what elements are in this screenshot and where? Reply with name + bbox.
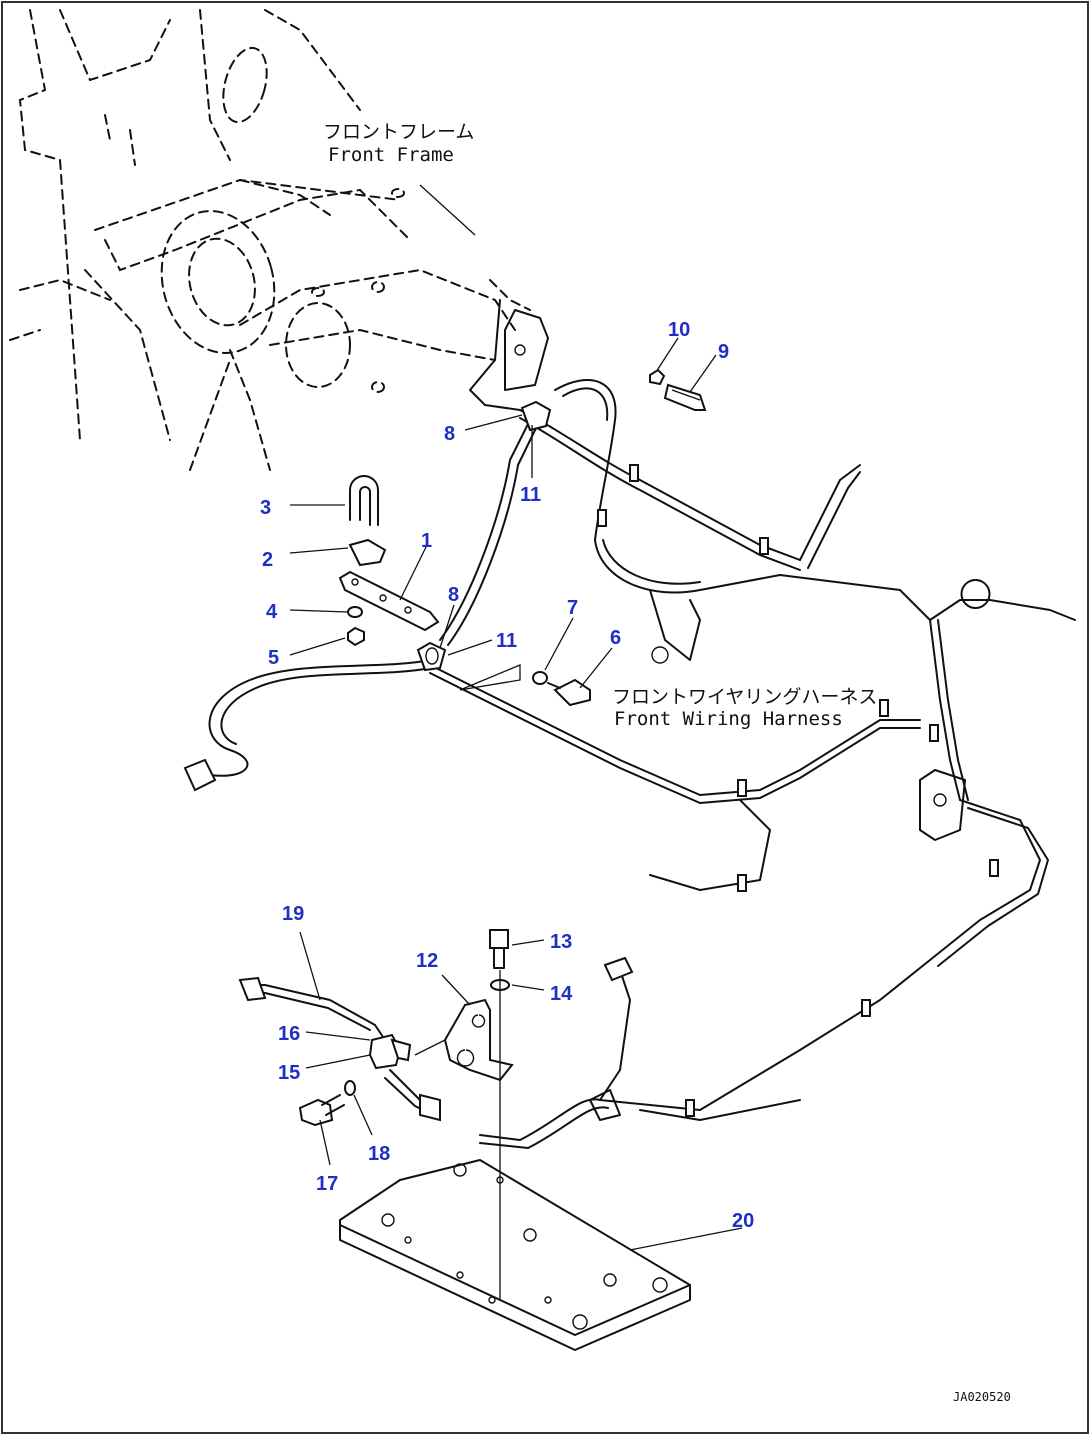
frame-bracket [469, 299, 549, 411]
callout-14: 14 [550, 983, 573, 1005]
part-bracket-12 [443, 998, 514, 1082]
part-saddle [348, 538, 387, 567]
part-u-bolt [349, 475, 379, 526]
part-washer-10 [649, 368, 666, 386]
front-wiring-harness [183, 379, 1076, 1149]
callout-8-upper: 8 [444, 423, 455, 445]
callout-1: 1 [421, 530, 432, 552]
leader-lines [289, 337, 743, 1251]
part-connector-19 [238, 976, 441, 1122]
part-washer-7 [532, 671, 548, 685]
callout-8-lower: 8 [448, 584, 459, 606]
callout-2: 2 [262, 549, 273, 571]
front-frame-drawing [9, 9, 531, 471]
part-bolt-13 [489, 929, 509, 969]
callout-18: 18 [368, 1143, 390, 1165]
callout-4: 4 [266, 601, 278, 623]
part-clamp-upper [520, 400, 552, 432]
callout-20: 20 [732, 1210, 754, 1232]
callout-6: 6 [610, 627, 621, 649]
part-bolt-17 [298, 1094, 345, 1127]
callout-11-lower: 11 [496, 630, 517, 652]
callout-3: 3 [260, 497, 271, 519]
drawing-code: JA020520 [953, 1390, 1011, 1404]
harness-label-jp: フロントワイヤリングハーネス [612, 686, 877, 708]
callout-10: 10 [668, 319, 690, 341]
part-washer-18 [344, 1080, 356, 1096]
part-clamp-lower [416, 641, 447, 672]
part-plate-20 [339, 1159, 691, 1351]
axis-line-bracket [414, 1039, 446, 1056]
callout-19: 19 [282, 903, 304, 925]
front-frame-label-jp: フロントフレーム [323, 121, 474, 143]
part-nut [347, 626, 365, 647]
callout-9: 9 [718, 341, 729, 363]
callout-7: 7 [567, 597, 578, 619]
callout-numbers: 1 2 3 4 5 6 7 8 8 9 10 11 11 12 13 14 15… [260, 319, 754, 1232]
callout-13: 13 [550, 931, 572, 953]
part-plate [338, 570, 440, 632]
callout-15: 15 [278, 1062, 300, 1084]
callout-12: 12 [416, 950, 438, 972]
harness-leader [459, 664, 521, 691]
harness-label-en: Front Wiring Harness [614, 708, 843, 730]
callout-16: 16 [278, 1023, 300, 1045]
part-bolt-9 [663, 383, 707, 411]
part-clamp-15 [368, 1033, 412, 1070]
front-frame-label-en: Front Frame [328, 144, 454, 166]
callout-17: 17 [316, 1173, 338, 1195]
callout-5: 5 [268, 647, 279, 669]
callout-11-upper: 11 [520, 484, 541, 506]
part-washer [347, 606, 363, 618]
